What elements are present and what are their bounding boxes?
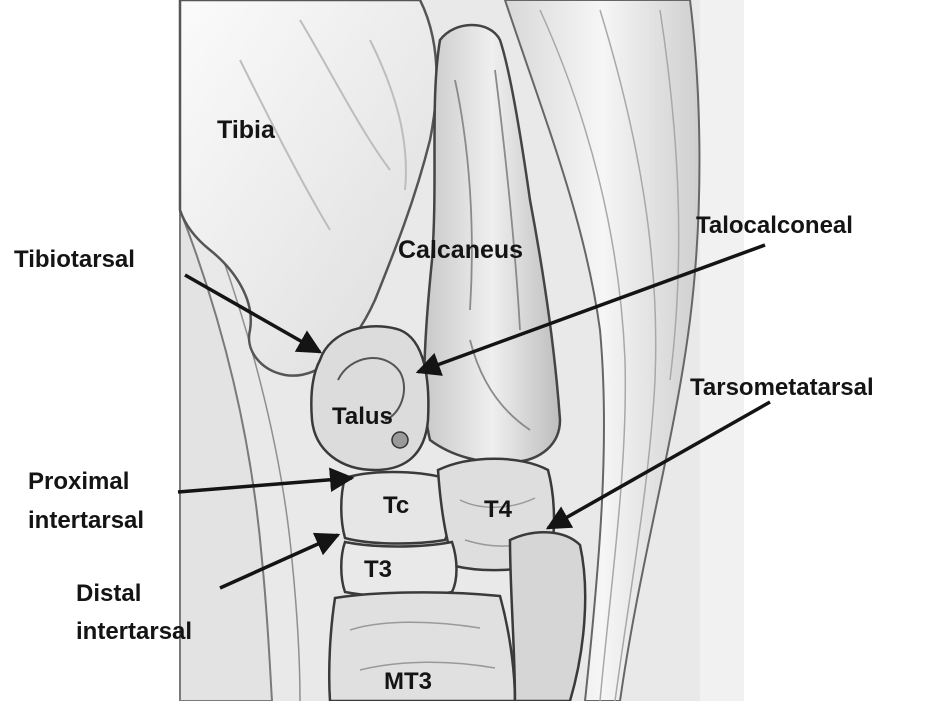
talus-bone <box>311 326 428 470</box>
tibia-label: Tibia <box>217 118 275 143</box>
metatarsal-three-label: MT3 <box>384 670 432 694</box>
tibiotarsal-label: Tibiotarsal <box>14 248 135 272</box>
distal-intertarsal-label-line2: intertarsal <box>76 620 192 644</box>
talus-notch <box>392 432 408 448</box>
calcaneus-label: Calcaneus <box>398 238 523 263</box>
fourth-tarsal-label: T4 <box>484 498 512 522</box>
talocalcaneal-label: Talocalconeal <box>696 214 853 238</box>
metatarsal-four-bone <box>510 532 585 701</box>
right-margin-shade <box>700 0 744 701</box>
proximal-intertarsal-label-line2: intertarsal <box>28 509 144 533</box>
central-tarsal-label: Tc <box>383 494 409 518</box>
talus-label: Talus <box>332 405 393 429</box>
third-tarsal-label: T3 <box>364 558 392 582</box>
third-tarsal-bone <box>341 542 456 597</box>
proximal-intertarsal-label-line1: Proximal <box>28 470 129 494</box>
tarsometatarsal-label: Tarsometatarsal <box>690 376 874 400</box>
distal-intertarsal-label-line1: Distal <box>76 582 141 606</box>
